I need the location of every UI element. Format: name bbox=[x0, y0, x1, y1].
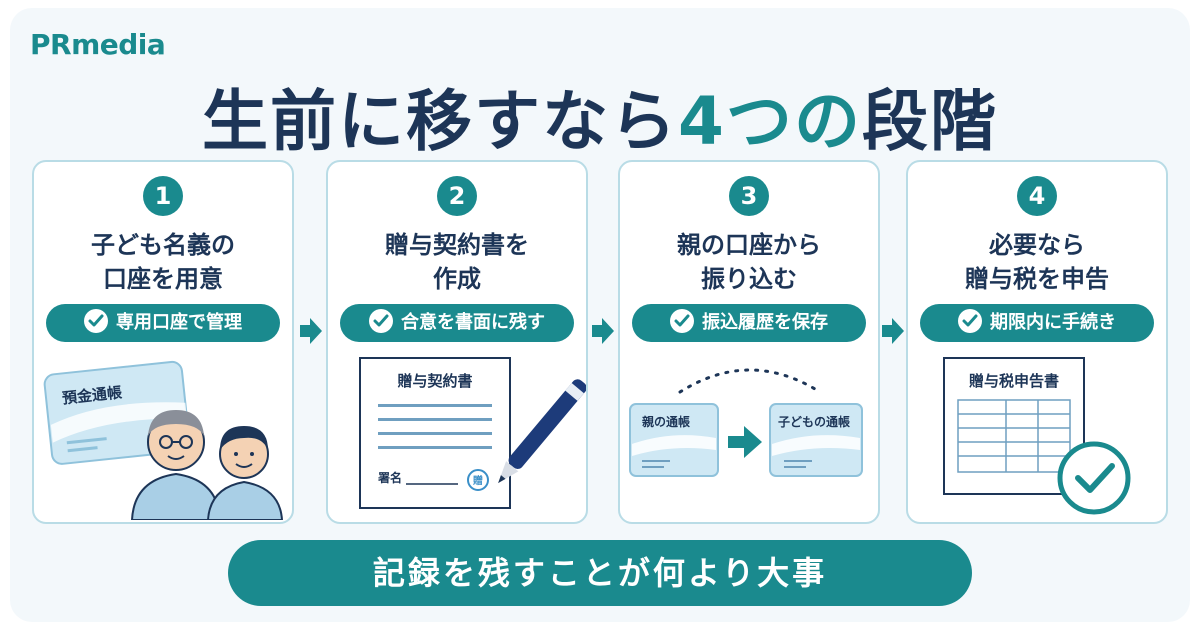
step-number: 4 bbox=[1017, 176, 1057, 216]
child-icon bbox=[206, 426, 284, 520]
transfer-dotted-arc bbox=[678, 368, 822, 394]
step-pill: 期限内に手続き bbox=[920, 304, 1154, 342]
pill-label: 合意を書面に残す bbox=[401, 312, 545, 333]
pill-label: 期限内に手続き bbox=[990, 312, 1116, 333]
transfer-illustration: 親の通帳 子どもの通帳 bbox=[629, 368, 863, 477]
step-title: 必要なら 贈与税を申告 bbox=[965, 231, 1109, 293]
step-pill: 専用口座で管理 bbox=[46, 304, 280, 342]
title-main: 生前に移すなら bbox=[202, 83, 679, 160]
bankbook-people-illustration: 預金通帳 bbox=[43, 360, 284, 520]
to-book-label: 子どもの通帳 bbox=[778, 414, 850, 429]
step-card-2: 2 贈与契約書を 作成 合意を書面に残す 贈与契約書 署名 贈 bbox=[326, 160, 588, 524]
footer-message: 記録を残すことが何より大事 bbox=[228, 540, 972, 606]
step-number: 1 bbox=[143, 176, 183, 216]
step-title: 子ども名義の 口座を用意 bbox=[91, 231, 235, 293]
arrow-right-icon bbox=[592, 318, 614, 344]
page-title: 生前に移すなら4つの段階 bbox=[0, 68, 1200, 164]
check-icon bbox=[958, 309, 982, 333]
parent-bankbook: 親の通帳 bbox=[629, 403, 719, 477]
step-pill: 振込履歴を保存 bbox=[632, 304, 866, 342]
tax-return-illustration: 贈与税申告書 bbox=[943, 357, 1131, 515]
arrow-right-icon bbox=[882, 318, 904, 344]
step-title: 贈与契約書を 作成 bbox=[385, 231, 529, 293]
step-card-1: 1 子ども名義の 口座を用意 専用口座で管理 預金通帳 bbox=[32, 160, 294, 524]
pill-label: 振込履歴を保存 bbox=[702, 312, 828, 333]
checkmark-circle-icon bbox=[1057, 441, 1131, 515]
logo-media: media bbox=[71, 28, 166, 61]
tax-form-title: 贈与税申告書 bbox=[969, 372, 1059, 390]
contract-title: 贈与契約書 bbox=[397, 372, 472, 390]
form-grid bbox=[957, 399, 1071, 473]
step-card-4: 4 必要なら 贈与税を申告 期限内に手続き 贈与税申告書 bbox=[906, 160, 1168, 524]
check-icon bbox=[670, 309, 694, 333]
contract-document-illustration: 贈与契約書 署名 贈 bbox=[359, 357, 586, 509]
step-number: 3 bbox=[729, 176, 769, 216]
sign-label: 署名 bbox=[377, 470, 402, 485]
step-title: 親の口座から 振り込む bbox=[677, 231, 821, 293]
brand-logo[interactable]: PRmedia bbox=[30, 28, 166, 61]
arrow-right-icon bbox=[728, 426, 762, 458]
parent-icon bbox=[130, 410, 222, 520]
pen-icon bbox=[498, 379, 586, 484]
seal-char: 贈 bbox=[473, 474, 483, 487]
step-pill: 合意を書面に残す bbox=[340, 304, 574, 342]
title-accent: 4つの bbox=[678, 83, 862, 160]
arrow-right-icon bbox=[300, 318, 322, 344]
from-book-label: 親の通帳 bbox=[642, 414, 690, 429]
title-end: 段階 bbox=[861, 83, 998, 160]
step-number: 2 bbox=[437, 176, 477, 216]
seal-stamp bbox=[467, 469, 489, 491]
check-icon bbox=[369, 309, 393, 333]
pill-label: 専用口座で管理 bbox=[116, 312, 242, 333]
check-icon bbox=[84, 309, 108, 333]
child-bankbook: 子どもの通帳 bbox=[769, 403, 863, 477]
logo-pr: PR bbox=[30, 28, 72, 61]
step-card-3: 3 親の口座から 振り込む 振込履歴を保存 親の通帳 子どもの通帳 bbox=[618, 160, 880, 524]
